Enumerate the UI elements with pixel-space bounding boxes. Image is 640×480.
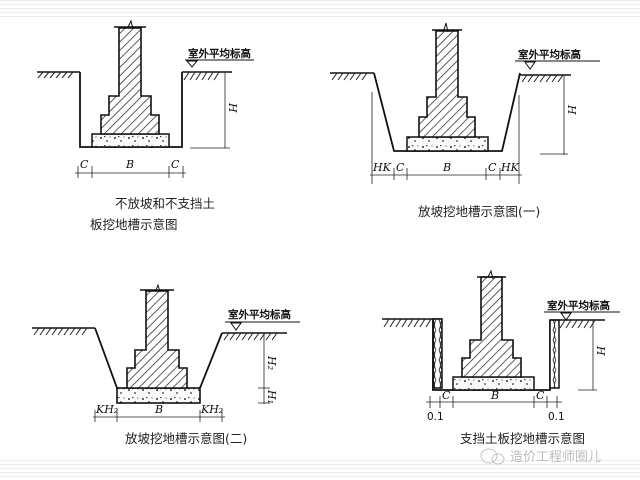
elevation-marker: 室外平均标高: [185, 47, 254, 68]
diagram-sloped-trench-1: 室外平均标高 H HK C B C HK 放坡挖地槽示意图(一): [330, 22, 600, 219]
elevation-marker: 室外平均标高: [515, 48, 600, 70]
slide-top-border: [0, 0, 640, 18]
elevation-triangle-icon: [185, 60, 199, 68]
elevation-triangle-icon: [524, 61, 536, 70]
dim-h-label: H: [594, 345, 607, 356]
dim-hk-right: HK: [500, 161, 520, 174]
diagram-vertical-trench: 室外平均标高 H C B C 不放坡和不支挡土 板挖地槽示意图: [37, 19, 254, 232]
dim-h1-label: H₁: [265, 389, 278, 404]
ground-right: [550, 319, 605, 329]
dim-c-left: C: [442, 389, 451, 402]
dim-kh2-right: KH₂: [200, 403, 223, 416]
elevation-label: 室外平均标高: [547, 299, 610, 312]
elevation-marker: 室外平均标高: [225, 308, 300, 331]
shoring-board-left: [432, 318, 443, 389]
dim-b: B: [125, 158, 134, 171]
shoring-board-right: [549, 319, 560, 389]
slide-bottom-border: [0, 460, 640, 480]
dim-h-label: H: [226, 102, 239, 113]
dim-b: B: [442, 161, 451, 174]
caption: 支挡土板挖地槽示意图: [460, 431, 585, 446]
dim-board-left: 0.1: [427, 411, 444, 423]
watermark-text: 造价工程师圈儿: [510, 450, 601, 465]
dim-b: B: [154, 403, 163, 416]
diagram-sloped-trench-2: 室外平均标高 H₂ H₁ KH₂ B KH₂ 放坡挖地槽示意图(二): [32, 283, 300, 446]
ground-right: [222, 332, 287, 341]
elevation-marker: 室外平均标高: [544, 299, 620, 321]
dimension-h: H: [540, 75, 578, 155]
caption: 放坡挖地槽示意图(二): [125, 431, 247, 446]
ground-left: [37, 71, 80, 79]
ground-left: [382, 318, 442, 328]
diagram-shored-trench: 室外平均标高 H C B C 0.1 0.1 支挡土板挖地槽示意图: [382, 269, 620, 446]
elevation-triangle-icon: [560, 312, 572, 321]
ground-right: [520, 74, 571, 83]
dim-hk-left: HK: [372, 161, 392, 174]
dim-c-left: C: [396, 161, 405, 174]
caption-line2: 板挖地槽示意图: [90, 217, 178, 232]
stepped-foundation: [461, 276, 522, 378]
dim-b: B: [490, 389, 499, 402]
elevation-label: 室外平均标高: [188, 47, 251, 60]
dimension-width: HK C B C HK: [370, 92, 522, 184]
ground-right: [182, 71, 232, 81]
caption-line1: 不放坡和不支挡土: [115, 196, 215, 211]
break-mark: [127, 19, 134, 30]
ground-left: [32, 327, 95, 336]
dimension-width: C B C 0.1 0.1: [426, 389, 565, 423]
ground-left: [330, 72, 374, 81]
dimension-width: C B C: [75, 158, 186, 178]
dim-c-right: C: [488, 161, 497, 174]
watermark: 造价工程师圈儿: [480, 448, 601, 465]
dim-h2-label: H₂: [265, 355, 278, 370]
dim-board-right: 0.1: [548, 411, 565, 423]
dim-c-right: C: [536, 389, 545, 402]
concrete-cushion: [406, 136, 489, 152]
concrete-cushion: [91, 133, 170, 148]
break-mark: [487, 269, 494, 280]
stepped-foundation: [418, 30, 476, 138]
dim-h-label: H: [565, 104, 578, 115]
dimension-width: KH₂ B KH₂: [93, 403, 225, 422]
dim-kh2-left: KH₂: [95, 403, 118, 416]
stepped-foundation: [126, 290, 188, 389]
elevation-label: 室外平均标高: [518, 48, 581, 61]
elevation-label: 室外平均标高: [228, 308, 291, 321]
dim-c-right: C: [171, 158, 180, 171]
caption: 放坡挖地槽示意图(一): [418, 204, 540, 219]
dim-c-left: C: [80, 158, 89, 171]
stepped-foundation: [100, 27, 160, 135]
concrete-cushion: [116, 387, 201, 404]
break-mark: [443, 22, 449, 33]
break-mark: [155, 283, 161, 293]
dimension-h: H: [190, 72, 239, 149]
elevation-triangle-icon: [230, 322, 242, 331]
wechat-icon: [480, 448, 498, 464]
dimension-h: H: [578, 320, 607, 391]
dimension-h1-h2: H₂ H₁: [258, 333, 278, 404]
trench-slopes: [94, 327, 223, 389]
